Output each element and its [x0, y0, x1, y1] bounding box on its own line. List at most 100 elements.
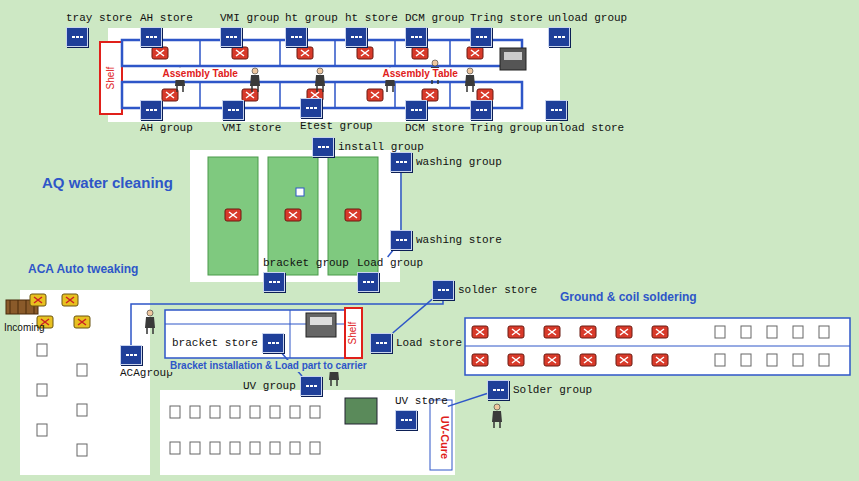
equipment-symbol [741, 354, 751, 366]
connector-line [388, 250, 394, 257]
equipment-symbol [580, 326, 596, 338]
equipment-symbol [616, 354, 632, 366]
equipment-symbol [62, 294, 78, 306]
agent-label: unload group [548, 12, 627, 25]
equipment-symbol [616, 326, 632, 338]
equipment-symbol [357, 47, 373, 59]
agent-icon [548, 27, 570, 47]
equipment-symbol [37, 384, 47, 396]
equipment-symbol [580, 354, 596, 366]
agent-node: ACAgroup [120, 345, 173, 380]
equipment-symbol [508, 326, 524, 338]
agent-label: washing store [416, 234, 502, 247]
equipment-symbol [230, 406, 240, 418]
equipment-symbol [190, 442, 200, 454]
agent-icon [120, 345, 142, 365]
agent-label: UV group [243, 380, 296, 393]
agent-label: bracket store [172, 337, 258, 350]
equipment-symbol [652, 326, 668, 338]
art-shape [504, 52, 522, 60]
agent-node: ht store [345, 12, 398, 47]
agent-label: Tring group [470, 122, 543, 135]
area-label: Shelf [105, 67, 117, 90]
equipment-symbol [793, 354, 803, 366]
equipment-symbol [290, 406, 300, 418]
agent-icon [345, 27, 367, 47]
equipment-symbol [77, 364, 87, 376]
art-shape [465, 318, 850, 375]
equipment-symbol [290, 442, 300, 454]
agent-node: unload group [548, 12, 627, 47]
equipment-symbol [310, 406, 320, 418]
equipment-symbol [544, 354, 560, 366]
art-shape [208, 157, 258, 275]
equipment-symbol [190, 406, 200, 418]
equipment-symbol [210, 406, 220, 418]
equipment-symbol [367, 89, 383, 101]
art-shape [296, 188, 304, 196]
agent-label: Tring store [470, 12, 543, 25]
equipment-symbol [819, 354, 829, 366]
agent-node: DCM group [405, 12, 464, 47]
agent-label: ht group [285, 12, 338, 25]
equipment-symbol [472, 326, 488, 338]
agent-node: tray store [66, 12, 132, 47]
agent-icon [370, 333, 392, 353]
art-shape [122, 40, 522, 66]
equipment-symbol [37, 424, 47, 436]
agent-label: VMI group [220, 12, 279, 25]
agent-node: VMI store [222, 100, 281, 135]
agent-icon [66, 27, 88, 47]
agent-label: VMI store [222, 122, 281, 135]
equipment-symbol [819, 326, 829, 338]
equipment-symbol [315, 68, 325, 92]
agent-label: ht store [345, 12, 398, 25]
art-shape [165, 310, 345, 358]
equipment-symbol [508, 354, 524, 366]
art-shape [108, 28, 560, 122]
agent-label: AH store [140, 12, 193, 25]
equipment-symbol [77, 404, 87, 416]
agent-icon [300, 376, 322, 396]
bracket-load-area [165, 308, 362, 358]
art-shape [465, 346, 850, 347]
equipment-symbol [467, 47, 483, 59]
area-label: Shelf [347, 322, 359, 345]
art-shape [430, 400, 452, 470]
connector-line [448, 394, 487, 407]
agent-node: AH group [140, 100, 193, 135]
equipment-symbol [250, 406, 260, 418]
equipment-symbol [652, 354, 668, 366]
agent-node: VMI group [220, 12, 279, 47]
equipment-symbol [77, 444, 87, 456]
equipment-symbol [741, 326, 751, 338]
equipment-symbol [767, 326, 777, 338]
agent-icon [405, 27, 427, 47]
agent-node: AH store [140, 12, 193, 47]
aca-area [6, 290, 150, 475]
agent-icon [220, 27, 242, 47]
art-shape [145, 310, 155, 334]
art-shape [306, 313, 336, 337]
equipment-symbol [270, 442, 280, 454]
agent-node: Load store [370, 333, 462, 353]
art-shape [165, 310, 345, 358]
equipment-symbol [30, 294, 46, 306]
equipment-symbol [715, 354, 725, 366]
equipment-symbol [170, 442, 180, 454]
equipment-symbol [250, 68, 260, 92]
equipment-symbol [465, 68, 475, 92]
workers [145, 60, 502, 428]
agent-label: ACAgroup [120, 367, 173, 380]
equipment-symbol [544, 326, 560, 338]
agent-icon [357, 272, 379, 292]
agent-label: UV store [395, 395, 448, 408]
agent-icon [300, 98, 322, 118]
agent-icon [285, 27, 307, 47]
agent-icon [312, 137, 334, 157]
equipment-symbol [250, 442, 260, 454]
equipment-symbol [297, 47, 313, 59]
art-shape [100, 42, 122, 114]
equipment-symbol [793, 326, 803, 338]
